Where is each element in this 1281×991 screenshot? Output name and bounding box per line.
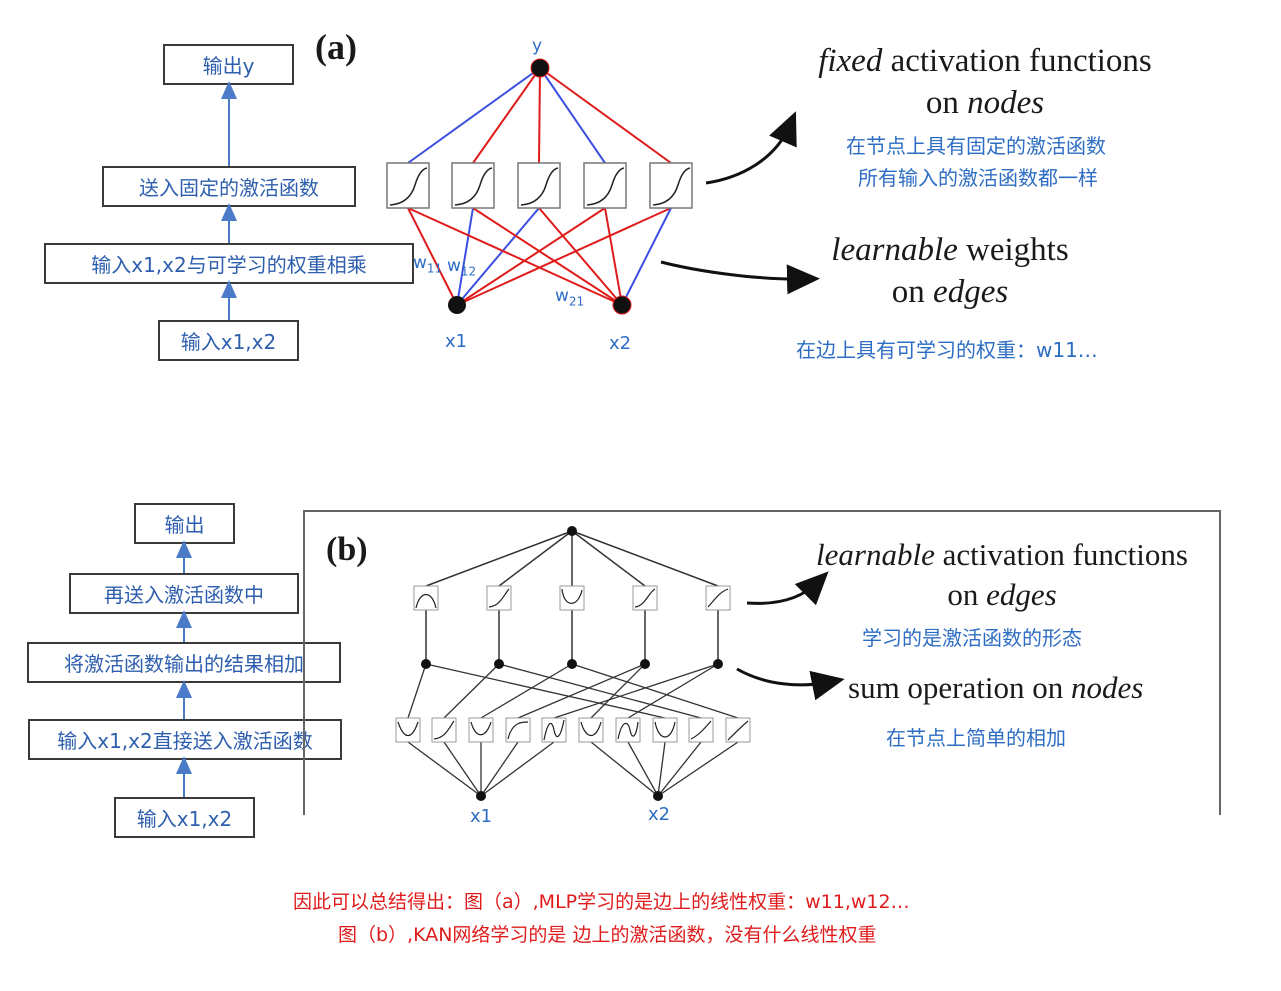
network-b-upper-act-boxes [413,585,731,611]
network-a-top-edges [407,67,672,164]
network-a-activation-curves [389,167,691,206]
sum-operation-text: sum operation on nodes [848,670,1144,705]
flow-b-activation-box: 再送入激活函数中 [69,573,299,614]
network-b-nodes [421,526,723,801]
flow-a-multiply-box: 输入x1,x2与可学习的权重相乘 [44,243,414,284]
weight-w12-label: w12 [447,256,477,279]
panel-b-frame [303,510,1221,815]
network-b-upper-act-curves [415,588,729,609]
network-b-input-edges [407,741,739,797]
network-b-mid-edges [425,610,719,664]
arrow-b-learnable [746,571,829,606]
conclusion-line-1: 因此可以总结得出：图（a）,MLP学习的是边上的线性权重：w11,w12… [293,891,910,913]
flow-b-input-box: 输入x1,x2 [114,797,255,838]
node-a-y-label: y [532,36,543,56]
arrow-b-sum [736,667,845,701]
node-a-x2-label: x2 [609,333,632,354]
node-b-x2-label: x2 [648,804,671,825]
learnable-activation-cn: 学习的是激活函数的形态 [862,626,1082,650]
node-a-x2 [612,295,632,315]
network-a-activation-boxes [386,162,693,209]
panel-a-label: (a) [315,27,357,67]
network-b-lower-act-curves [397,719,749,741]
network-b-top-edges [425,530,719,587]
learnable-weights-cn: 在边上具有可学习的权重：w11… [796,338,1098,362]
flow-b-sum-box: 将激活函数输出的结果相加 [27,642,341,683]
fixed-activation-cn-2: 所有输入的激活函数都一样 [858,166,1098,190]
weight-w11-label: w11 [413,253,443,276]
node-b-x1-label: x1 [470,806,493,827]
arrow-a-fixed [705,111,797,185]
fixed-activation-text: fixed activation functions on nodes [818,43,1152,121]
network-b-lower-act-boxes [395,717,751,743]
learnable-activation-text: learnable activation functions on edges [816,537,1188,612]
fixed-activation-cn-1: 在节点上具有固定的激活函数 [846,134,1106,158]
sum-operation-cn: 在节点上简单的相加 [886,726,1066,750]
arrow-a-weights [660,260,820,295]
flow-a-output-box: 输出y [163,44,294,85]
flow-b-output-box: 输出 [134,503,235,544]
node-a-x1 [448,296,466,314]
weight-w21-label: w21 [555,286,585,309]
flow-a-input-box: 输入x1,x2 [158,320,299,361]
conclusion-line-2: 图（b）,KAN网络学习的是 边上的激活函数，没有什么线性权重 [338,924,877,946]
node-a-x1-label: x1 [445,331,468,352]
panel-b-label: (b) [326,531,368,568]
flow-b-direct-box: 输入x1,x2直接送入激活函数 [28,719,342,760]
network-b-lower-edges [407,663,739,719]
network-a-bottom-edges [407,207,672,306]
node-a-y [530,58,550,78]
learnable-weights-text: learnable weights on edges [831,232,1069,310]
